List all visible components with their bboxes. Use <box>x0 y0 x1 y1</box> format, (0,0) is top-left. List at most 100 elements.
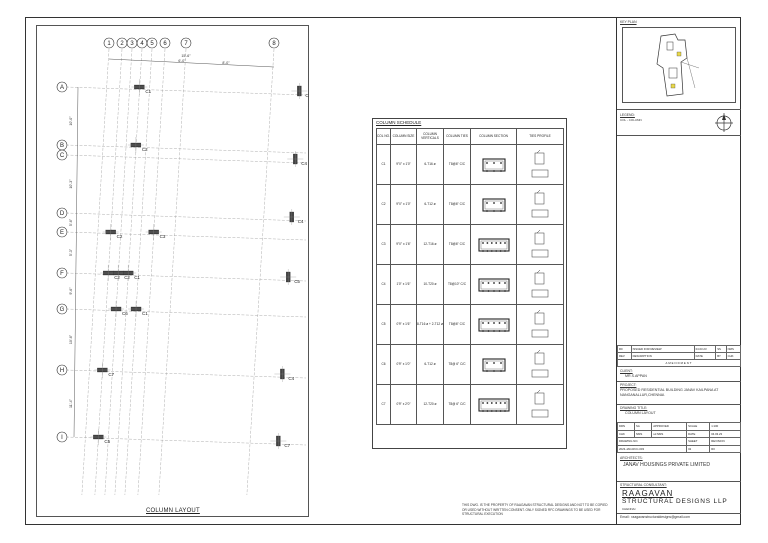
column-label: C2 <box>142 147 148 152</box>
column-section-drawing <box>477 317 510 332</box>
column-label: C7 <box>284 443 290 448</box>
schedule-cell-size: 9"0" x 1'0" <box>390 144 417 185</box>
column-section-drawing <box>477 237 510 252</box>
dimension-line-left <box>73 86 79 438</box>
grid-bubble-letter <box>56 226 68 238</box>
schedule-cell-ties-profile <box>516 224 564 265</box>
dimension-label-left: 10'-6" <box>69 334 73 344</box>
schedule-cell-ties-profile <box>516 184 564 225</box>
grid-number-label: 8 <box>272 41 276 47</box>
grid-bubble-letter <box>56 364 68 376</box>
ties-profile-drawing <box>531 149 549 177</box>
scale-label: SCALE <box>686 422 711 431</box>
schedule-cell-section <box>470 264 517 305</box>
date-value: 04.03.23 <box>709 429 741 438</box>
schedule-cell-verticals: 12-T16 ø <box>416 224 444 265</box>
schedule-header-cell: COLUMN TIES <box>443 128 471 145</box>
grid-line-vertical <box>158 48 187 496</box>
grid-bubble-number <box>159 37 171 49</box>
schedule-cell-section <box>470 304 517 345</box>
legend-label: LEGEND: <box>620 113 635 117</box>
grid-bubble-letter <box>56 267 68 279</box>
consultant-email: Email : raagavanstructuraldesigns@gmail.… <box>620 515 690 519</box>
grid-line-horizontal <box>65 272 307 282</box>
grid-letter-label: E <box>60 230 64 236</box>
chk-label: CHK <box>617 429 635 438</box>
schedule-cell-ties: T8@10" C/C <box>443 264 471 305</box>
column-label: C1 <box>134 275 140 280</box>
grid-bubble-number <box>146 37 158 49</box>
schedule-cell-section <box>470 184 517 225</box>
grid-line-horizontal <box>65 231 307 241</box>
dimension-label-left: 9'-6" <box>69 287 73 295</box>
column-label: C3 <box>160 234 166 239</box>
project-label: PROJECT: <box>620 383 637 387</box>
revision-header-cell-chk: CHK <box>725 352 742 360</box>
grid-bubble-letter <box>56 303 68 315</box>
schedule-cell-verticals: 10-T20 ø <box>416 264 444 305</box>
grid-bubble-number <box>268 37 280 49</box>
dimension-label-left: 10'-3" <box>69 179 73 189</box>
ties-profile-drawing <box>531 309 549 337</box>
column-label: C1 <box>145 89 151 94</box>
sheet-value: 02 <box>686 444 711 453</box>
grid-letter-label: I <box>61 435 63 441</box>
schedule-cell-no: C6 <box>376 344 391 385</box>
schedule-cell-section <box>470 384 517 425</box>
grid-line-vertical <box>246 48 275 496</box>
north-arrow-icon <box>715 113 733 132</box>
grid-number-label: 1 <box>107 41 111 47</box>
column-label: C4 <box>288 376 294 381</box>
column-section-drawing <box>481 157 506 172</box>
grid-letter-label: A <box>60 85 64 91</box>
schedule-cell-section <box>470 224 517 265</box>
sheet-label: SHEET <box>686 437 711 446</box>
ties-profile-drawing <box>531 389 549 417</box>
date-label: DATE <box>686 429 711 438</box>
client-label: CLIENT: <box>620 369 633 373</box>
schedule-cell-ties: T8@6" C/C <box>443 144 471 185</box>
dimension-label-top: 8'-0" <box>222 61 230 65</box>
amendment-label: AMENDMENT <box>617 359 741 367</box>
schedule-header-cell: COLUMN SIZE <box>390 128 417 145</box>
column-label: C2 <box>124 275 130 280</box>
grid-letter-label: G <box>60 307 65 313</box>
schedule-cell-size: 1'0" x 1'6" <box>390 264 417 305</box>
project-name: PROPOSED RESIDENTIAL BUILDING JANAV KAIL… <box>620 388 719 398</box>
ties-profile-drawing <box>531 269 549 297</box>
grid-line-horizontal <box>65 436 307 446</box>
key-plan-drawing <box>656 33 700 97</box>
revision-cell-by: SS <box>715 345 727 353</box>
drawing-title: COLUMN LAYOUT <box>625 411 656 415</box>
schedule-cell-verticals: 6-T16 ø <box>416 144 444 185</box>
grid-letter-label: B <box>60 143 64 149</box>
schedule-cell-no: C2 <box>376 184 391 225</box>
chk-value: NMS <box>633 429 653 438</box>
column-section-drawing <box>481 357 506 372</box>
drawing-no: 2023-JAN-RCC-003 <box>616 444 688 453</box>
consultant-city: CHENNAI <box>622 507 636 511</box>
schedule-cell-section <box>470 344 517 385</box>
drawing-no-label: DRAWING NO. <box>616 437 688 446</box>
grid-bubble-letter <box>56 149 68 161</box>
consultant-firm: STRUCTURAL DESIGNS LLP <box>622 498 728 505</box>
schedule-cell-section <box>470 144 517 185</box>
column-label: C2 <box>114 275 120 280</box>
schedule-header-cell: COLUMN SECTION <box>470 128 517 145</box>
key-plan-label: KEY PLAN <box>620 20 637 24</box>
grid-bubble-number <box>180 37 192 49</box>
schedule-cell-no: C5 <box>376 304 391 345</box>
revision-cell-desc: ISSUED FOR REVIEW <box>630 345 695 353</box>
column-label: C5 <box>104 439 110 444</box>
schedule-cell-size: 0'9" x 1'0" <box>390 344 417 385</box>
dimension-label-left: 11'-4" <box>69 398 73 408</box>
schedule-cell-ties-profile <box>516 304 564 345</box>
grid-letter-label: D <box>60 211 65 217</box>
